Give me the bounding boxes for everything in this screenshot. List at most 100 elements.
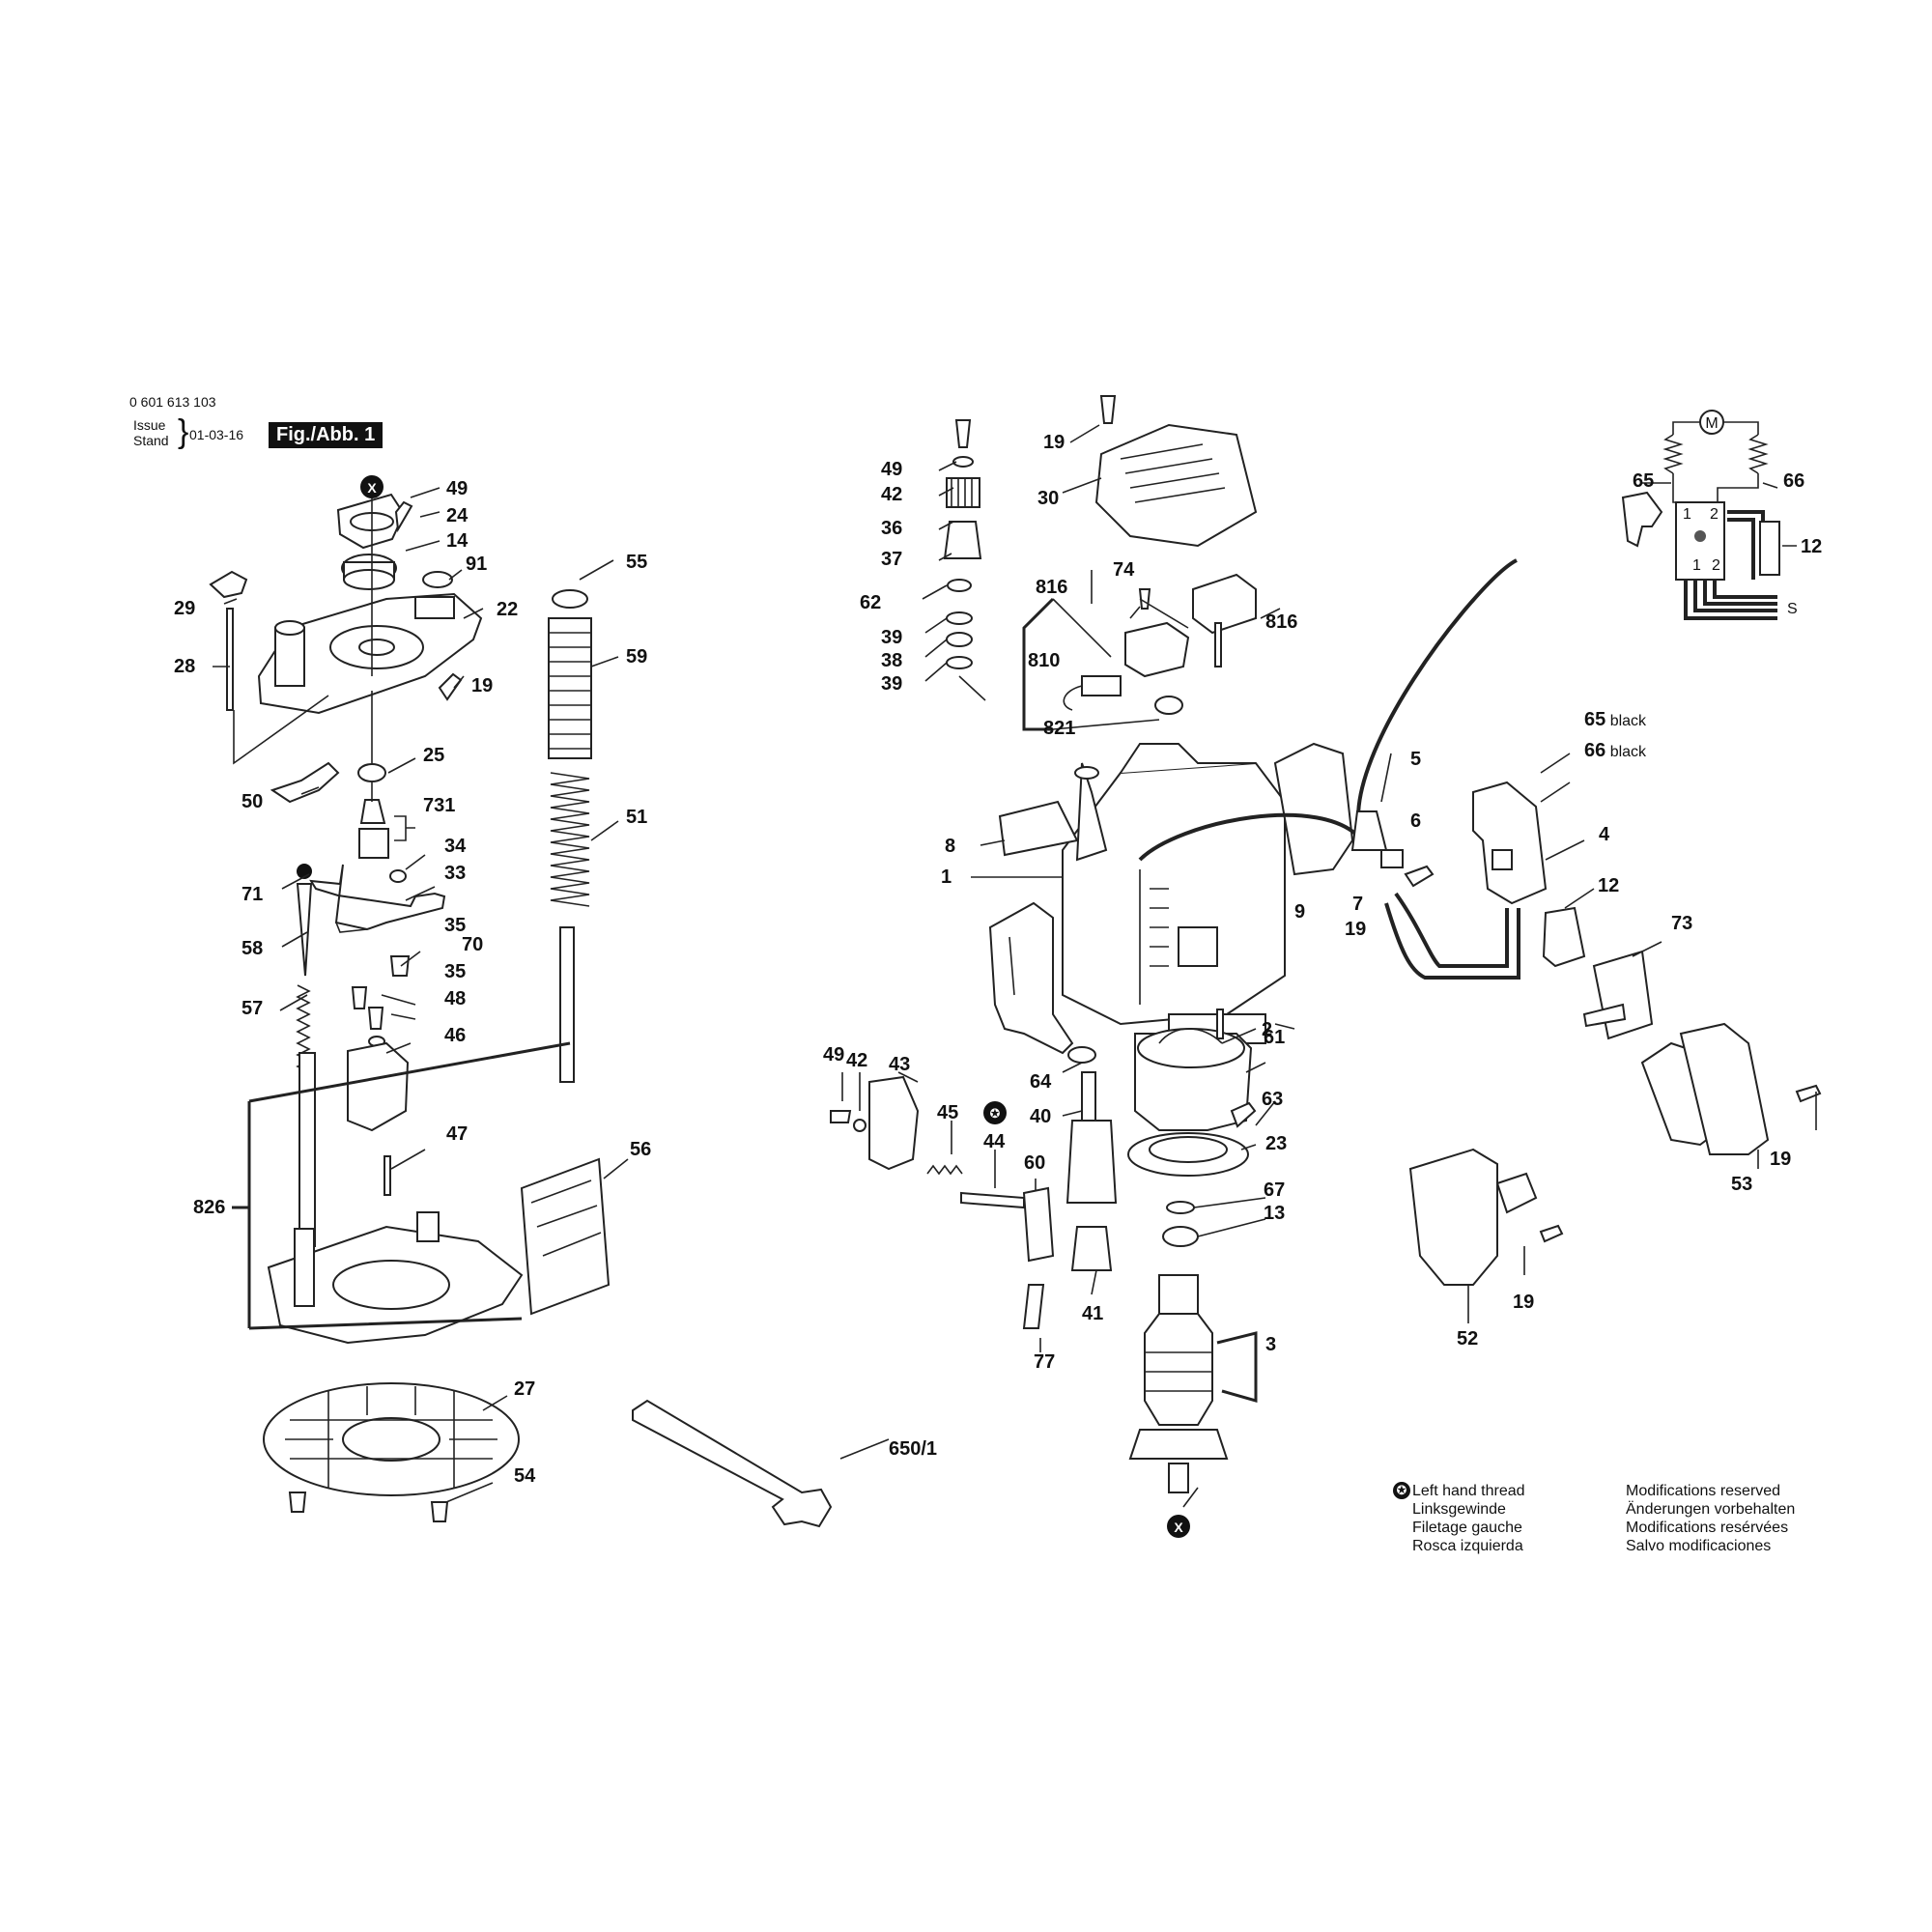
callout: 19: [1513, 1292, 1534, 1313]
washer-part: [357, 763, 386, 782]
washer-part: [946, 656, 973, 669]
base-plate-part: [267, 1211, 524, 1345]
right-assembly: [1408, 410, 1822, 1323]
callout: 63: [1262, 1089, 1283, 1110]
screw-part: [1230, 1101, 1257, 1128]
cone-nut-part: [943, 521, 982, 559]
spanner-wrench-part: [632, 1399, 833, 1528]
switch-terminal-label: 1: [1692, 557, 1701, 574]
left-hand-thread-marker: ✪: [983, 1101, 1007, 1124]
callout: 49: [881, 459, 902, 480]
guide-rod-part: [559, 926, 575, 1083]
cable-clamp-part: [1380, 849, 1404, 868]
washer-part: [947, 579, 972, 592]
callout: 29: [174, 598, 195, 619]
spindle-sleeve-part: [1065, 1120, 1118, 1204]
column-part: [298, 1052, 316, 1247]
wire-65-label: 65 black: [1584, 709, 1647, 730]
callout: 60: [1024, 1152, 1045, 1174]
label-plate-part: [998, 800, 1079, 857]
cone-part: [359, 799, 386, 824]
screw-part: [954, 419, 972, 448]
callout: 91: [466, 554, 487, 575]
callout: 25: [423, 745, 444, 766]
callout: 19: [1770, 1149, 1791, 1170]
screw-part: [1404, 865, 1435, 888]
screw-part: [288, 1492, 307, 1513]
screw-part: [394, 500, 413, 533]
callout: 821: [1043, 718, 1075, 739]
callout: 27: [514, 1378, 535, 1400]
callout: 46: [444, 1025, 466, 1046]
callout: 2: [1262, 1019, 1272, 1040]
callout: 49: [446, 478, 468, 499]
callout: 22: [497, 599, 518, 620]
depth-stop-part: [309, 864, 446, 931]
callout: 50: [242, 791, 263, 812]
trigger-symbol: [1621, 491, 1663, 548]
callout: 37: [881, 549, 902, 570]
switch-wire-part: [1394, 892, 1509, 968]
suppressor-symbol: [1759, 521, 1780, 576]
switch-part: [1472, 781, 1548, 905]
stand-label: Stand: [133, 433, 169, 448]
callout: 12: [1598, 875, 1619, 896]
callout: 19: [1345, 919, 1366, 940]
x-marker-bottom-center: X: [1167, 1515, 1190, 1538]
motor-label: M: [1705, 415, 1718, 432]
callout: 12: [1801, 536, 1822, 557]
field-coil-symbol: [1747, 434, 1769, 474]
callout: 14: [446, 530, 469, 552]
housing-base-plate-part: [257, 592, 483, 715]
power-cord-part: [1356, 558, 1518, 841]
armature-part: [1128, 1274, 1229, 1493]
spring-washer-part: [946, 632, 973, 647]
document-number: 0 601 613 103: [129, 394, 216, 410]
callout: 74: [1113, 559, 1135, 581]
x-marker-top-left: X: [360, 475, 384, 498]
brace-glyph: }: [178, 413, 189, 450]
callout: 43: [889, 1054, 910, 1075]
motor-cap-part: [1094, 423, 1258, 548]
spindle-shaft-part: [1081, 1071, 1096, 1122]
callout: 47: [446, 1123, 468, 1145]
screw-part: [351, 986, 368, 1009]
callout: 52: [1457, 1328, 1478, 1350]
callout: 5: [1410, 749, 1421, 770]
callout: 650/1: [889, 1438, 937, 1460]
switch-clip-part: [1592, 950, 1654, 1040]
callout: 8: [945, 836, 955, 857]
power-cord-part: [1138, 812, 1364, 862]
callout: 36: [881, 518, 902, 539]
callout: 67: [1264, 1179, 1285, 1201]
handle-shell-part: [1679, 1022, 1770, 1155]
callout: 61: [1264, 1027, 1285, 1048]
motor-housing-part: [1062, 742, 1354, 1026]
star-icon: ✪: [1393, 1482, 1410, 1499]
screw-part: [830, 1110, 852, 1123]
callout: 35: [444, 961, 466, 982]
left-handle-part: [988, 901, 1074, 1055]
screw-part: [1795, 1084, 1822, 1103]
legend-left-hand-thread: Left hand thread Linksgewinde Filetage g…: [1412, 1483, 1525, 1554]
callout: 64: [1030, 1071, 1052, 1093]
cord-sleeve-part: [1350, 810, 1388, 851]
callout: 30: [1037, 488, 1059, 509]
return-spring-part: [550, 772, 590, 907]
callout: 59: [626, 646, 647, 668]
callout: 56: [630, 1139, 651, 1160]
washer-part: [853, 1119, 867, 1132]
lock-spring-part: [1022, 1284, 1045, 1329]
rod-part: [296, 883, 313, 977]
screw-part: [1539, 1224, 1564, 1243]
callout: 23: [1265, 1133, 1287, 1154]
issue-label: Issue: [133, 417, 166, 433]
svg-text:✪: ✪: [990, 1107, 1001, 1122]
svg-text:X: X: [367, 480, 377, 496]
callout: 39: [881, 627, 902, 648]
bearing-flange-part: [336, 493, 406, 590]
wire-66-label: 66 black: [1584, 740, 1647, 761]
callout: 55: [626, 552, 647, 573]
callout: 810: [1028, 650, 1060, 671]
pin-part: [384, 1155, 391, 1196]
